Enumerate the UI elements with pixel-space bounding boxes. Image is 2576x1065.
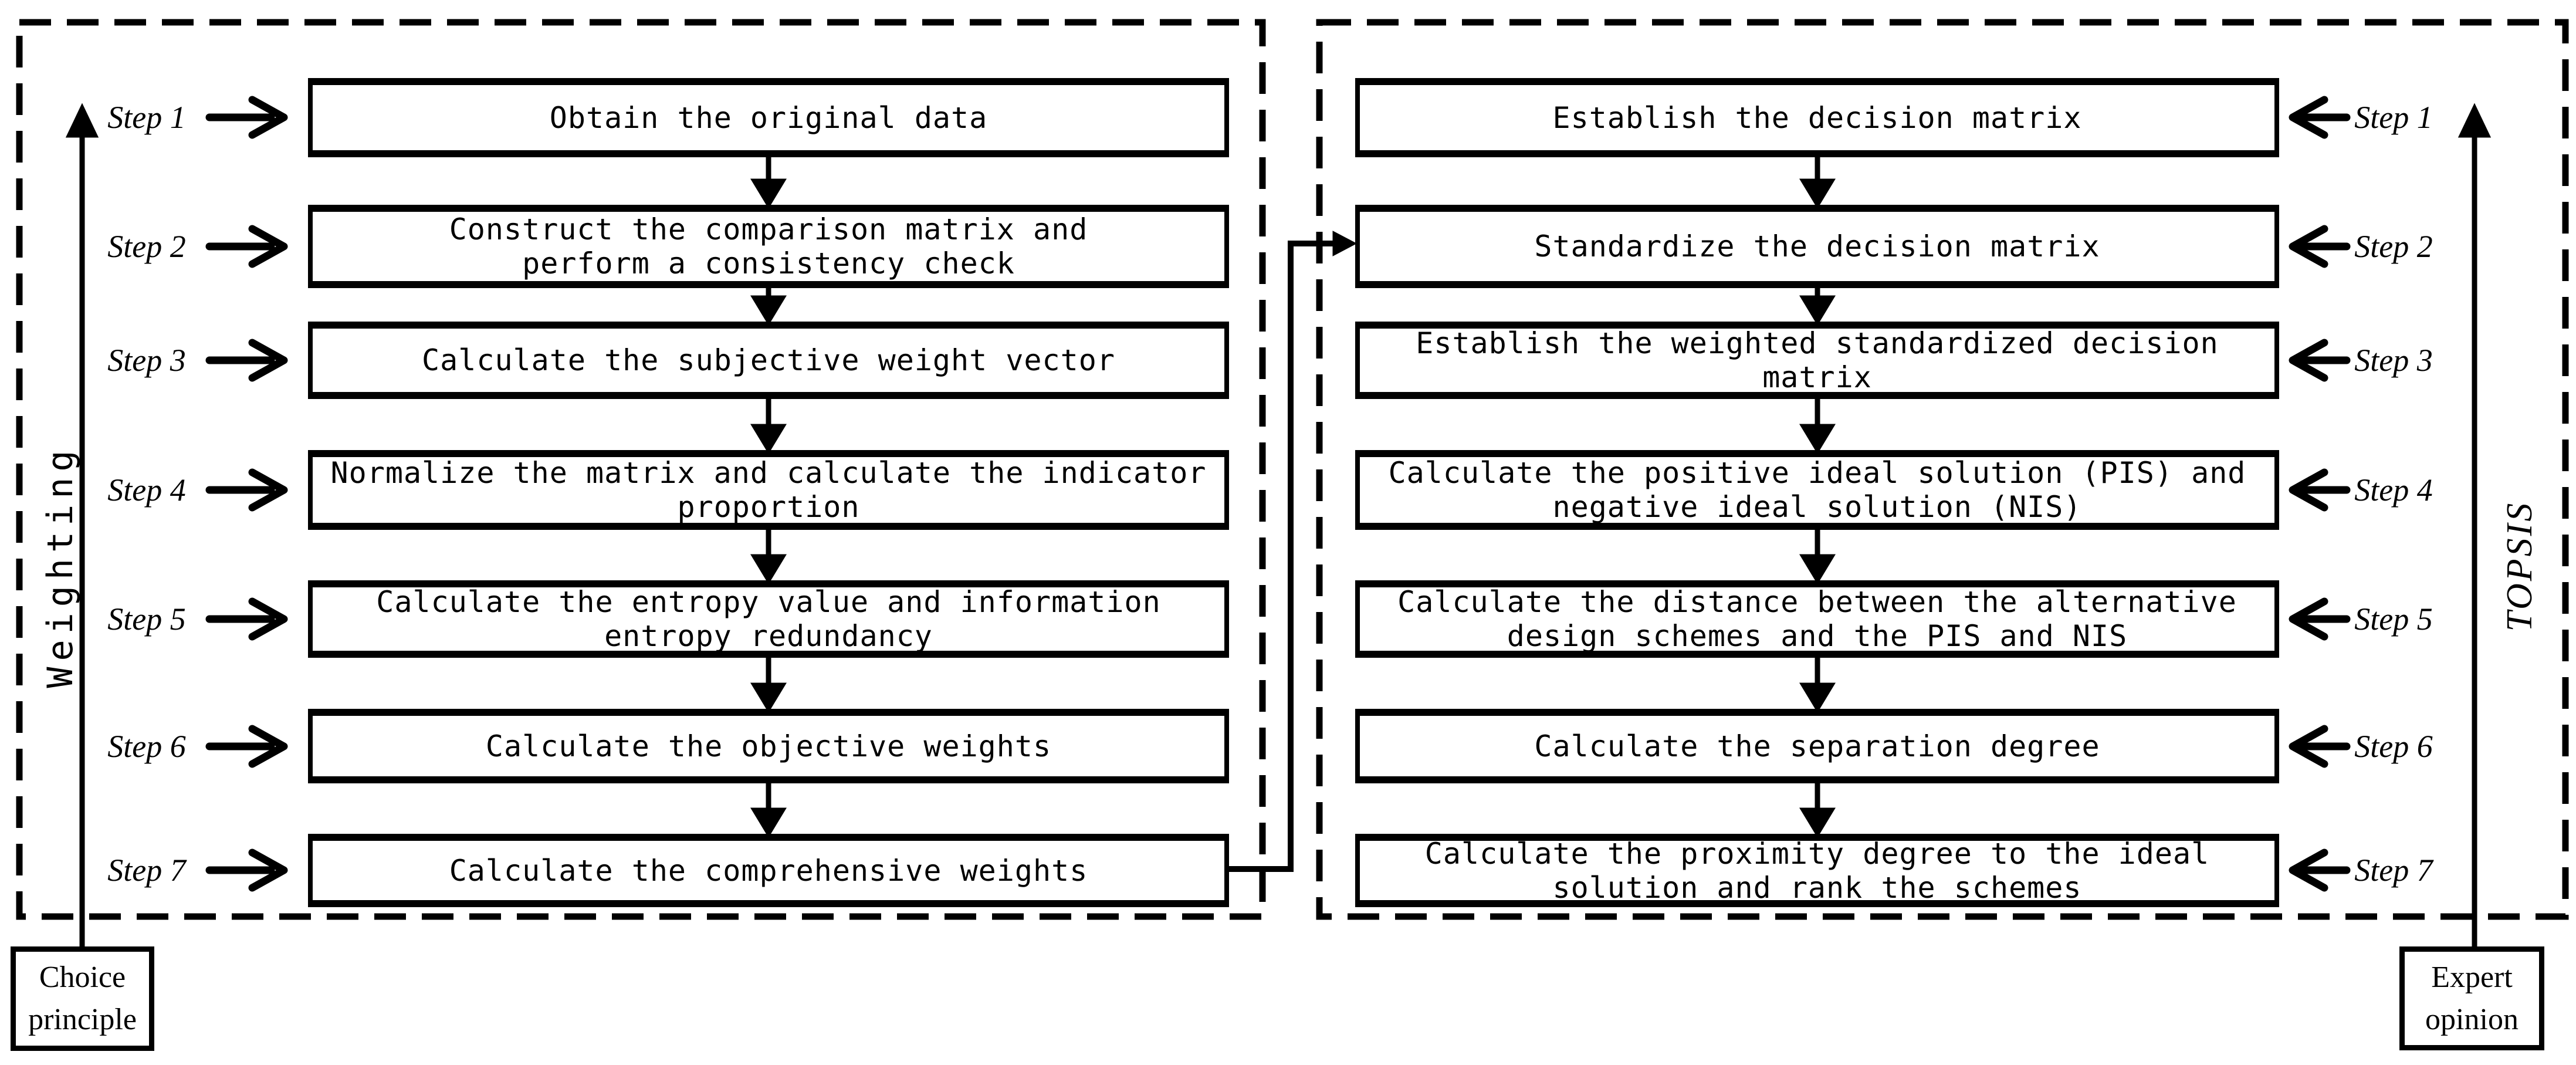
flow-arrow-down-icon (1799, 157, 1836, 838)
step-label-weighting-3: Step 3 (107, 343, 186, 378)
arrow-head (248, 339, 288, 382)
arrow-head (2289, 468, 2328, 512)
flow-box-text: Calculate the distance between the alter… (1397, 585, 2237, 619)
flow-box-weighting-step-1: Obtain the original data (308, 78, 1229, 157)
flow-box-text: solution and rank the schemes (1552, 870, 2082, 905)
arrow-head (65, 103, 99, 138)
flow-box-text: Calculate the proximity degree to the id… (1424, 836, 2210, 871)
step-label-weighting-1: Step 1 (107, 100, 186, 135)
arrow-head (2289, 96, 2328, 139)
arrow-head (2289, 848, 2328, 892)
flow-box-weighting-step-5: Calculate the entropy value and informat… (308, 580, 1229, 658)
flow-box-topsis-step-1: Establish the decision matrix (1355, 78, 2279, 157)
step-label-weighting-5: Step 5 (107, 601, 186, 637)
arrow-head (750, 295, 787, 326)
flow-box-topsis-step-2: Standardize the decision matrix (1355, 205, 2279, 288)
flow-box-weighting-step-2: Construct the comparison matrix and perf… (308, 205, 1229, 288)
arrow-head (248, 468, 288, 512)
weights-to-topsis-connector (1229, 231, 1358, 872)
topsis-panel-title: TOPSIS (2499, 501, 2540, 632)
step-label-weighting-6: Step 6 (107, 729, 186, 764)
flow-box-topsis-step-5: Calculate the distance between the alter… (1355, 580, 2279, 658)
arrow-head (1799, 554, 1836, 584)
step-label-topsis-3: Step 3 (2354, 343, 2433, 378)
arrow-head (2289, 725, 2328, 768)
step-arrow-right-icon (205, 96, 288, 892)
choice-principle-text: Choice (39, 961, 126, 994)
arrow-head (2289, 225, 2328, 268)
step-label-topsis-6: Step 6 (2354, 729, 2433, 764)
flow-box-text: Calculate the separation degree (1534, 729, 2100, 763)
flow-box-topsis-step-7: Calculate the proximity degree to the id… (1355, 834, 2279, 907)
weighting-panel-title: Weighting (40, 444, 81, 688)
step-label-topsis-5: Step 5 (2354, 601, 2433, 637)
choice-principle-box: Choice principle (11, 946, 154, 1051)
flow-box-text: Normalize the matrix and calculate the i… (330, 456, 1207, 490)
arrow-head (1799, 682, 1836, 713)
arrow-head (2289, 339, 2328, 382)
flow-box-topsis-step-4: Calculate the positive ideal solution (P… (1355, 450, 2279, 530)
flow-box-text: Calculate the positive ideal solution (P… (1388, 456, 2246, 490)
arrow-head (1332, 231, 1358, 256)
arrow-head (750, 807, 787, 838)
flow-box-weighting-step-4: Normalize the matrix and calculate the i… (308, 450, 1229, 530)
flow-box-text: Construct the comparison matrix and (449, 212, 1088, 246)
topsis-panel-border (1316, 19, 2569, 920)
arrow-head (2289, 597, 2328, 641)
step-arrow-left-icon (2289, 96, 2351, 892)
flow-box-text: Calculate the objective weights (485, 729, 1052, 763)
choice-principle-text: principle (28, 1003, 137, 1036)
flow-box-weighting-step-6: Calculate the objective weights (308, 709, 1229, 783)
connector-line (1229, 241, 1334, 872)
step-label-topsis-4: Step 4 (2354, 472, 2433, 508)
flow-box-weighting-step-3: Calculate the subjective weight vector (308, 322, 1229, 399)
arrow-head (1799, 807, 1836, 838)
weighting-panel-border (16, 19, 1266, 920)
arrow-head (248, 597, 288, 641)
arrow-head (750, 682, 787, 713)
step-label-weighting-2: Step 2 (107, 229, 186, 264)
arrow-head (1799, 424, 1836, 454)
arrow-head (1799, 295, 1836, 326)
step-label-topsis-1: Step 1 (2354, 100, 2433, 135)
flow-box-text: matrix (1762, 360, 1872, 394)
flow-box-text: Establish the decision matrix (1552, 100, 2082, 135)
arrow-head (248, 225, 288, 268)
flow-box-text: proportion (677, 490, 860, 524)
flow-box-text: negative ideal solution (NIS) (1552, 490, 2082, 524)
step-label-topsis-7: Step 7 (2354, 853, 2433, 888)
flow-box-text: Establish the weighted standardized deci… (1416, 326, 2219, 360)
flow-box-text: perform a consistency check (522, 246, 1015, 280)
arrow-head (2457, 103, 2492, 138)
expert-opinion-text: opinion (2425, 1002, 2519, 1036)
flow-box-text: Standardize the decision matrix (1534, 229, 2100, 263)
flow-box-text: design schemes and the PIS and NIS (1507, 619, 2128, 653)
step-label-topsis-2: Step 2 (2354, 229, 2433, 264)
arrow-head (248, 725, 288, 768)
flow-box-topsis-step-3: Establish the weighted standardized deci… (1355, 322, 2279, 399)
arrow-head (750, 424, 787, 454)
expert-opinion-text: Expert (2431, 960, 2513, 994)
expert-opinion-box: Expert opinion (2399, 946, 2544, 1050)
arrow-head (248, 848, 288, 892)
flow-box-weighting-step-7: Calculate the comprehensive weights (308, 834, 1229, 907)
flow-box-text: Calculate the comprehensive weights (449, 853, 1088, 888)
flow-box-text: Calculate the subjective weight vector (422, 343, 1115, 377)
flow-box-topsis-step-6: Calculate the separation degree (1355, 709, 2279, 783)
step-label-weighting-7: Step 7 (107, 853, 186, 888)
flow-box-text: Obtain the original data (549, 100, 988, 135)
flow-box-text: Calculate the entropy value and informat… (376, 585, 1161, 619)
arrow-head (1799, 178, 1836, 209)
expert-opinion-up-arrow (2457, 103, 2492, 946)
arrow-head (248, 96, 288, 139)
step-label-weighting-4: Step 4 (107, 472, 186, 508)
arrow-head (750, 178, 787, 209)
flow-box-text: entropy redundancy (604, 619, 933, 653)
arrow-head (750, 554, 787, 584)
flow-arrow-down-icon (750, 157, 787, 838)
choice-principle-up-arrow (65, 103, 99, 946)
